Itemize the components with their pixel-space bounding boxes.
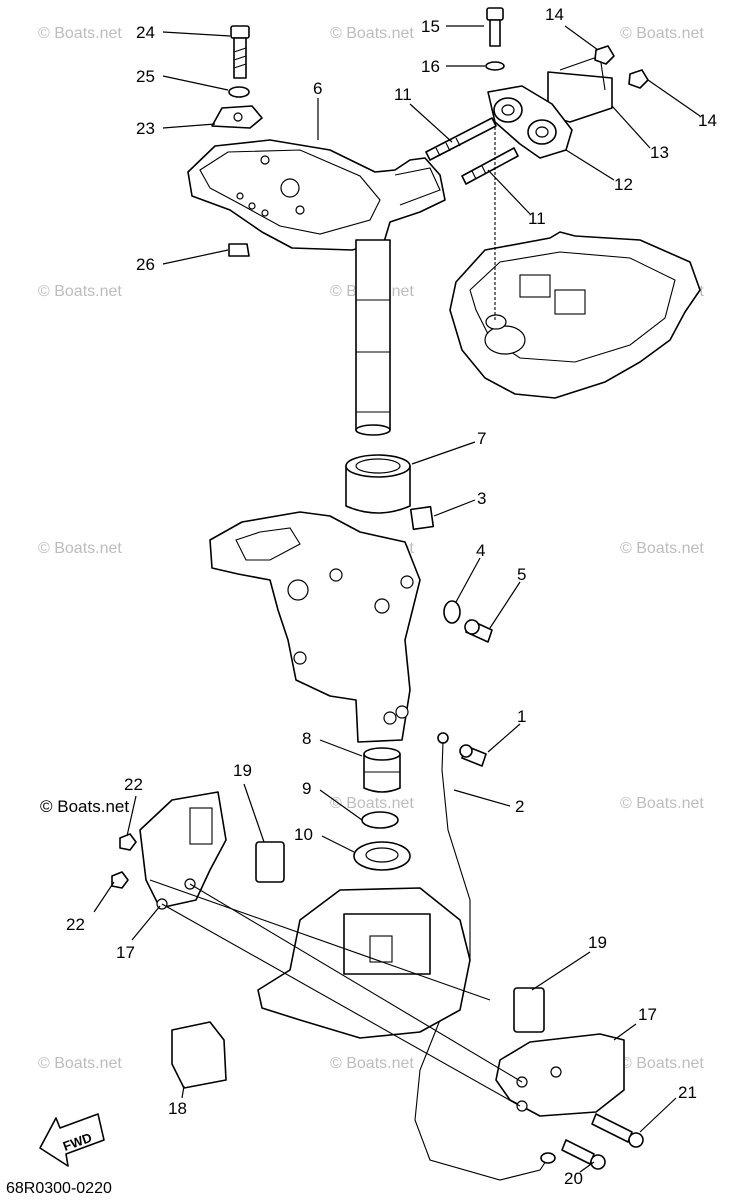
part-3-shim xyxy=(409,505,435,531)
part-2-ground-wire xyxy=(414,732,556,1181)
assembly-line xyxy=(161,903,521,1107)
part-17-mount-left xyxy=(139,791,227,910)
upper-casing xyxy=(449,122,701,399)
callout-22: 22 xyxy=(124,775,143,794)
callout-14: 14 xyxy=(698,111,717,130)
callout-5: 5 xyxy=(517,565,526,584)
callout-17: 17 xyxy=(638,1005,657,1024)
part-15-bolt xyxy=(486,7,504,47)
part-5-bolt xyxy=(464,619,493,643)
part-8-sleeve xyxy=(363,747,401,793)
watermark: © Boats.net xyxy=(38,25,122,42)
callout-4: 4 xyxy=(476,541,485,560)
part-1-bolt xyxy=(459,744,487,767)
part-22-nut xyxy=(119,833,137,851)
watermark: © Boats.net xyxy=(620,25,704,42)
watermark: © Boats.net xyxy=(330,795,414,812)
part-24-bolt xyxy=(230,25,250,79)
part-26-nut xyxy=(228,243,250,257)
callout-3: 3 xyxy=(477,489,486,508)
part-21-bolt xyxy=(591,1113,644,1148)
part-11-stud xyxy=(425,117,497,161)
part-11-stud xyxy=(461,147,519,185)
part-17-mount-right xyxy=(495,1033,625,1117)
watermark: © Boats.net xyxy=(38,1055,122,1072)
part-19-damper xyxy=(513,987,545,1033)
callout-23: 23 xyxy=(136,119,155,138)
callouts: 24 25 23 6 26 15 16 14 14 13 12 11 11 7 … xyxy=(66,5,717,1188)
callout-8: 8 xyxy=(302,729,311,748)
watermark-prominent: © Boats.net xyxy=(40,797,129,816)
callout-1: 1 xyxy=(517,707,526,726)
watermark: © Boats.net xyxy=(330,25,414,42)
callout-10: 10 xyxy=(294,825,313,844)
callout-13: 13 xyxy=(650,143,669,162)
callout-18: 18 xyxy=(168,1099,187,1118)
callout-16: 16 xyxy=(421,57,440,76)
callout-14: 14 xyxy=(545,5,564,24)
part-22-nut xyxy=(111,871,129,889)
part-12-mount xyxy=(487,85,573,159)
callout-7: 7 xyxy=(477,429,486,448)
leader-lines xyxy=(93,25,701,1173)
part-19-damper xyxy=(255,841,285,883)
part-6-steering-bracket xyxy=(187,139,446,251)
assembly-line xyxy=(189,883,523,1083)
callout-19: 19 xyxy=(233,761,252,780)
fwd-arrow: FWD xyxy=(39,1113,105,1167)
part-18-damper xyxy=(171,1021,227,1089)
callout-26: 26 xyxy=(136,255,155,274)
callout-11: 11 xyxy=(394,85,412,104)
lower-housing xyxy=(257,887,471,1039)
part-14-nut xyxy=(628,69,649,89)
part-20-bolt xyxy=(561,1139,606,1170)
callout-22: 22 xyxy=(66,915,85,934)
watermark: © Boats.net xyxy=(620,540,704,557)
watermark: © Boats.net xyxy=(620,795,704,812)
drawing-code: 68R0300-0220 xyxy=(6,1180,112,1197)
watermark: © Boats.net xyxy=(330,1055,414,1072)
watermark: © Boats.net xyxy=(38,540,122,557)
callout-17: 17 xyxy=(116,943,135,962)
callout-24: 24 xyxy=(136,23,155,42)
callout-20: 20 xyxy=(564,1169,583,1188)
callout-21: 21 xyxy=(678,1083,697,1102)
part-25-washer xyxy=(228,86,250,98)
callout-12: 12 xyxy=(614,175,633,194)
part-16-washer xyxy=(485,61,505,71)
part-4-bushing xyxy=(443,600,461,624)
swivel-bracket xyxy=(209,511,421,743)
callout-19: 19 xyxy=(588,933,607,952)
callout-6: 6 xyxy=(313,79,322,98)
watermark: © Boats.net xyxy=(620,1055,704,1072)
part-10-seal xyxy=(353,841,411,871)
callout-2: 2 xyxy=(515,797,524,816)
callout-25: 25 xyxy=(136,67,155,86)
steering-shaft xyxy=(355,239,391,436)
callout-15: 15 xyxy=(421,17,440,36)
callout-11: 11 xyxy=(528,209,546,228)
part-14-nut xyxy=(594,45,615,65)
callout-9: 9 xyxy=(302,779,311,798)
watermark: © Boats.net xyxy=(38,283,122,300)
assembly-line xyxy=(149,879,491,1001)
part-9-o-ring xyxy=(361,811,399,829)
part-7-bushing xyxy=(345,454,411,514)
part-23-plate xyxy=(211,105,263,129)
